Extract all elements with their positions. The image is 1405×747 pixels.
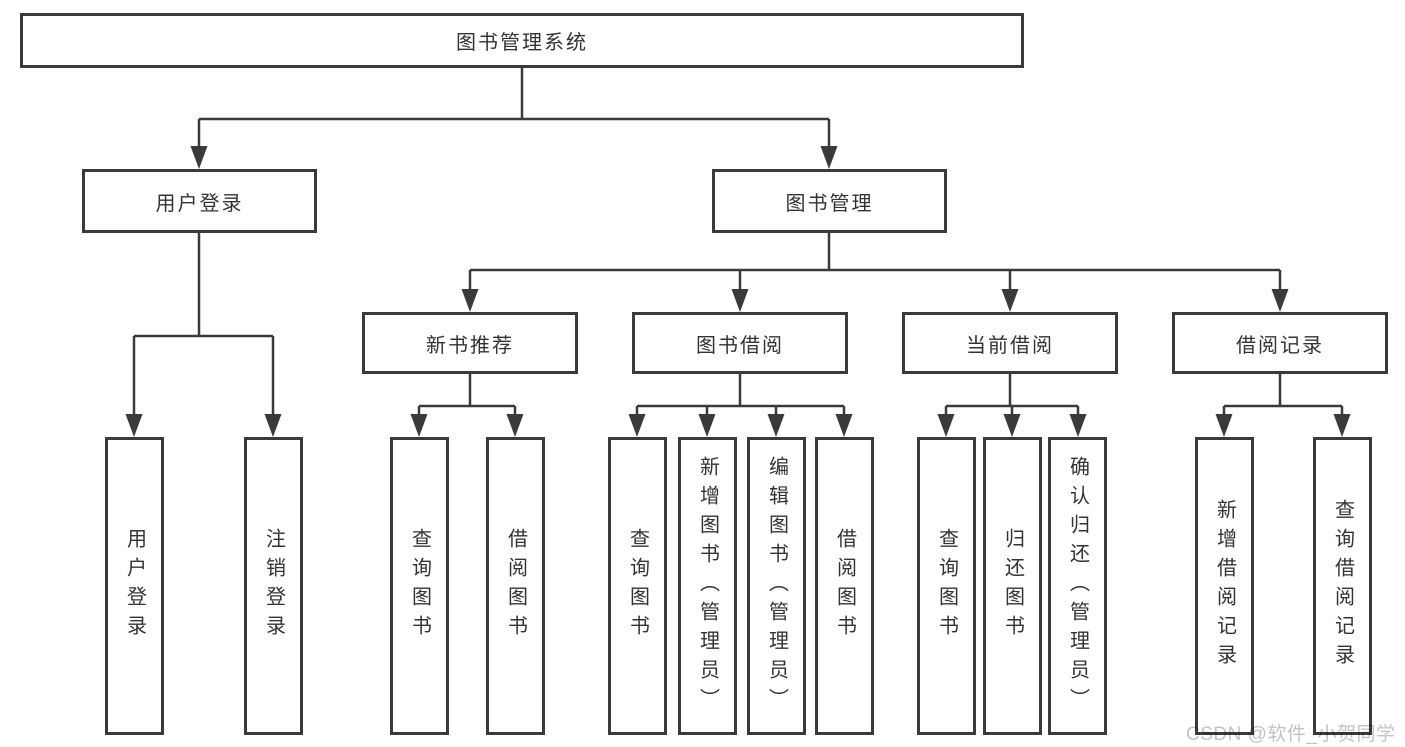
node-user-login: 用户登录: [82, 169, 317, 233]
connector-user-login-to-leaves: [132, 233, 275, 418]
leaf-label: 编辑图书（管理员）: [765, 455, 788, 717]
connector-new-book-recommend-to-leaves: [417, 374, 517, 418]
leaf-label: 新增图书（管理员）: [696, 455, 719, 717]
leaf-label: 确认归还（管理员）: [1066, 455, 1089, 717]
leaf-label: 查询图书: [626, 528, 649, 644]
leaf-borrow-books-recommend: 借阅图书: [486, 437, 545, 735]
connector-current-borrow-to-leaves: [944, 374, 1080, 418]
node-label: 新书推荐: [426, 334, 514, 357]
leaf-query-borrow-record: 查询借阅记录: [1313, 437, 1372, 735]
leaf-label: 注销登录: [262, 528, 285, 644]
leaf-label: 查询图书: [408, 528, 431, 644]
node-label: 借阅记录: [1236, 334, 1324, 357]
leaf-query-books-current: 查询图书: [917, 437, 976, 735]
node-library-management-system: 图书管理系统: [20, 13, 1024, 68]
leaf-label: 新增借阅记录: [1213, 499, 1236, 673]
leaf-label: 查询借阅记录: [1331, 499, 1354, 673]
leaf-add-books-admin: 新增图书（管理员）: [678, 437, 737, 735]
leaf-label: 借阅图书: [504, 528, 527, 644]
node-label: 当前借阅: [966, 334, 1054, 357]
connector-root-to-level2: [197, 68, 831, 150]
node-book-borrow: 图书借阅: [632, 312, 848, 374]
leaf-query-books-borrow: 查询图书: [608, 437, 667, 735]
leaf-logout: 注销登录: [244, 437, 303, 735]
node-new-book-recommend: 新书推荐: [362, 312, 578, 374]
leaf-query-books-recommend: 查询图书: [390, 437, 449, 735]
leaf-label: 用户登录: [123, 528, 146, 644]
leaf-return-books: 归还图书: [983, 437, 1042, 735]
leaf-confirm-return-admin: 确认归还（管理员）: [1048, 437, 1107, 735]
leaf-label: 归还图书: [1001, 528, 1024, 644]
connector-book-management-to-level3: [468, 232, 1282, 293]
leaf-add-borrow-record: 新增借阅记录: [1195, 437, 1254, 735]
connector-borrow-records-to-leaves: [1222, 374, 1344, 418]
node-label: 图书管理: [785, 192, 874, 215]
node-label: 图书管理系统: [456, 32, 588, 54]
csdn-watermark: CSDN @软件_小贺同学: [1186, 724, 1396, 745]
node-book-management: 图书管理: [712, 169, 947, 233]
node-label: 图书借阅: [696, 334, 784, 357]
leaf-user-login: 用户登录: [105, 437, 164, 735]
leaf-borrow-books: 借阅图书: [815, 437, 874, 735]
connector-book-borrow-to-leaves: [635, 374, 846, 418]
leaf-edit-books-admin: 编辑图书（管理员）: [747, 437, 806, 735]
leaf-label: 查询图书: [935, 528, 958, 644]
node-borrow-records: 借阅记录: [1172, 312, 1388, 374]
node-current-borrow: 当前借阅: [902, 312, 1118, 374]
arrowheads: [125, 146, 1351, 437]
leaf-label: 借阅图书: [833, 528, 856, 644]
node-label: 用户登录: [155, 192, 244, 215]
